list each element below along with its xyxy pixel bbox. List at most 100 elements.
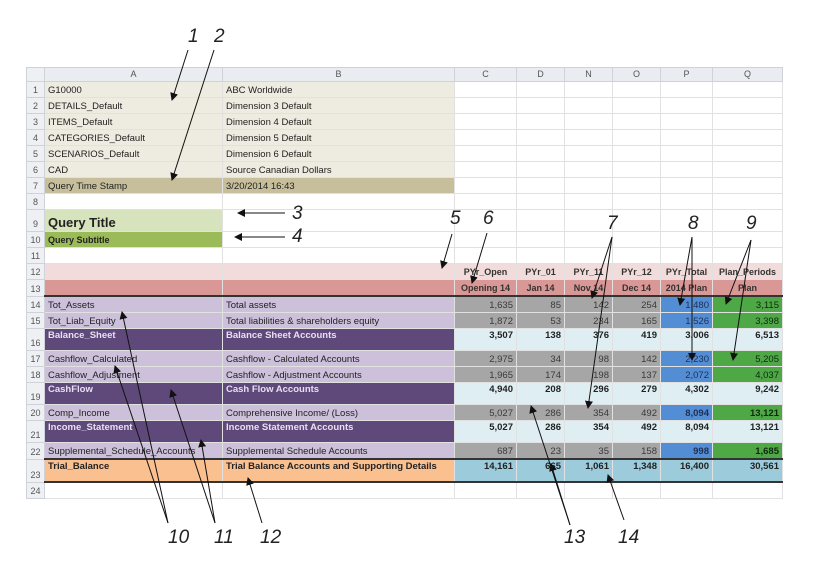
cell[interactable]	[222, 193, 455, 210]
cell-b4[interactable]: Dimension 5 Default	[222, 129, 455, 146]
value-cell[interactable]: 1,061	[564, 458, 613, 483]
cell[interactable]	[564, 81, 613, 98]
column-header-a[interactable]: A	[44, 67, 223, 82]
value-cell[interactable]: 354	[564, 420, 613, 443]
cell[interactable]	[454, 81, 517, 98]
value-cell[interactable]: 16,400	[660, 458, 713, 483]
cell-b2[interactable]: Dimension 3 Default	[222, 97, 455, 114]
cell[interactable]	[454, 247, 517, 264]
row-header[interactable]: 21	[26, 420, 45, 443]
select-all-corner[interactable]	[26, 67, 45, 82]
cell[interactable]	[44, 247, 223, 264]
column-header-q[interactable]: Q	[712, 67, 783, 82]
cell[interactable]	[222, 263, 455, 280]
cell[interactable]	[660, 231, 713, 248]
cell[interactable]	[612, 161, 661, 178]
cell[interactable]	[612, 231, 661, 248]
cell[interactable]	[612, 145, 661, 162]
cell[interactable]	[454, 113, 517, 130]
cell[interactable]	[660, 481, 713, 499]
value-cell[interactable]: 3,006	[660, 328, 713, 351]
value-cell[interactable]: 8,094	[660, 404, 713, 421]
column-label[interactable]: Nov 14	[564, 279, 613, 297]
cell[interactable]	[516, 209, 565, 232]
row-header[interactable]: 7	[26, 177, 45, 194]
value-cell[interactable]: 13,121	[712, 404, 783, 421]
value-cell[interactable]: 5,205	[712, 350, 783, 367]
column-label[interactable]: PYr_Total	[660, 263, 713, 280]
value-cell[interactable]: 2,975	[454, 350, 517, 367]
cell[interactable]	[516, 161, 565, 178]
row-header[interactable]: 8	[26, 193, 45, 210]
value-cell[interactable]: 5,027	[454, 404, 517, 421]
cell[interactable]	[712, 177, 783, 194]
account-name[interactable]: Tot_Assets	[44, 295, 223, 313]
cell[interactable]	[712, 129, 783, 146]
value-cell[interactable]: 354	[564, 404, 613, 421]
account-name[interactable]: Cashflow_Adjustment	[44, 366, 223, 383]
cell[interactable]	[660, 97, 713, 114]
cell-b6[interactable]: Source Canadian Dollars	[222, 161, 455, 178]
cell[interactable]	[712, 481, 783, 499]
cell[interactable]	[660, 129, 713, 146]
account-description[interactable]: Trial Balance Accounts and Supporting De…	[222, 458, 455, 483]
column-header-p[interactable]: P	[660, 67, 713, 82]
cell[interactable]	[564, 161, 613, 178]
cell[interactable]	[516, 481, 565, 499]
cell[interactable]	[612, 177, 661, 194]
value-cell[interactable]: 98	[564, 350, 613, 367]
row-header[interactable]: 3	[26, 113, 45, 130]
cell[interactable]	[612, 193, 661, 210]
row-header[interactable]: 4	[26, 129, 45, 146]
cell-b3[interactable]: Dimension 4 Default	[222, 113, 455, 130]
value-cell[interactable]: 198	[564, 366, 613, 383]
column-label[interactable]: PYr_01	[516, 263, 565, 280]
cell[interactable]	[660, 209, 713, 232]
row-header[interactable]: 22	[26, 442, 45, 460]
value-cell[interactable]: 1,872	[454, 312, 517, 329]
cell-a5[interactable]: SCENARIOS_Default	[44, 145, 223, 162]
value-cell[interactable]: 138	[516, 328, 565, 351]
row-header[interactable]: 17	[26, 350, 45, 367]
cell[interactable]	[44, 263, 223, 280]
value-cell[interactable]: 23	[516, 442, 565, 460]
row-header[interactable]: 6	[26, 161, 45, 178]
cell[interactable]	[612, 113, 661, 130]
value-cell[interactable]: 85	[516, 295, 565, 313]
account-description[interactable]: Balance Sheet Accounts	[222, 328, 455, 351]
cell-a6[interactable]: CAD	[44, 161, 223, 178]
cell[interactable]	[454, 129, 517, 146]
cell[interactable]	[454, 177, 517, 194]
row-header[interactable]: 14	[26, 295, 45, 313]
value-cell[interactable]: 286	[516, 404, 565, 421]
cell[interactable]	[454, 481, 517, 499]
value-cell[interactable]: 254	[612, 295, 661, 313]
cell[interactable]	[712, 97, 783, 114]
cell[interactable]	[564, 231, 613, 248]
cell[interactable]	[44, 279, 223, 297]
account-name[interactable]: Tot_Liab_Equity	[44, 312, 223, 329]
cell[interactable]	[454, 97, 517, 114]
cell[interactable]	[516, 247, 565, 264]
value-cell[interactable]: 4,302	[660, 382, 713, 405]
account-description[interactable]: Total liabilities & shareholders equity	[222, 312, 455, 329]
value-cell[interactable]: 142	[564, 295, 613, 313]
column-header-n[interactable]: N	[564, 67, 613, 82]
account-name[interactable]: Income_Statement	[44, 420, 223, 443]
value-cell[interactable]: 1,348	[612, 458, 661, 483]
cell-b1[interactable]: ABC Worldwide	[222, 81, 455, 98]
query-subtitle[interactable]: Query Subtitle	[44, 231, 223, 248]
cell[interactable]	[222, 247, 455, 264]
value-cell[interactable]: 234	[564, 312, 613, 329]
cell[interactable]	[612, 129, 661, 146]
account-description[interactable]: Cashflow - Adjustment Accounts	[222, 366, 455, 383]
cell[interactable]	[712, 81, 783, 98]
value-cell[interactable]: 3,507	[454, 328, 517, 351]
value-cell[interactable]: 53	[516, 312, 565, 329]
cell[interactable]	[516, 129, 565, 146]
cell[interactable]	[564, 97, 613, 114]
cell[interactable]	[44, 481, 223, 499]
column-label[interactable]: Plan_Periods	[712, 263, 783, 280]
value-cell[interactable]: 14,161	[454, 458, 517, 483]
row-header[interactable]: 12	[26, 263, 45, 280]
